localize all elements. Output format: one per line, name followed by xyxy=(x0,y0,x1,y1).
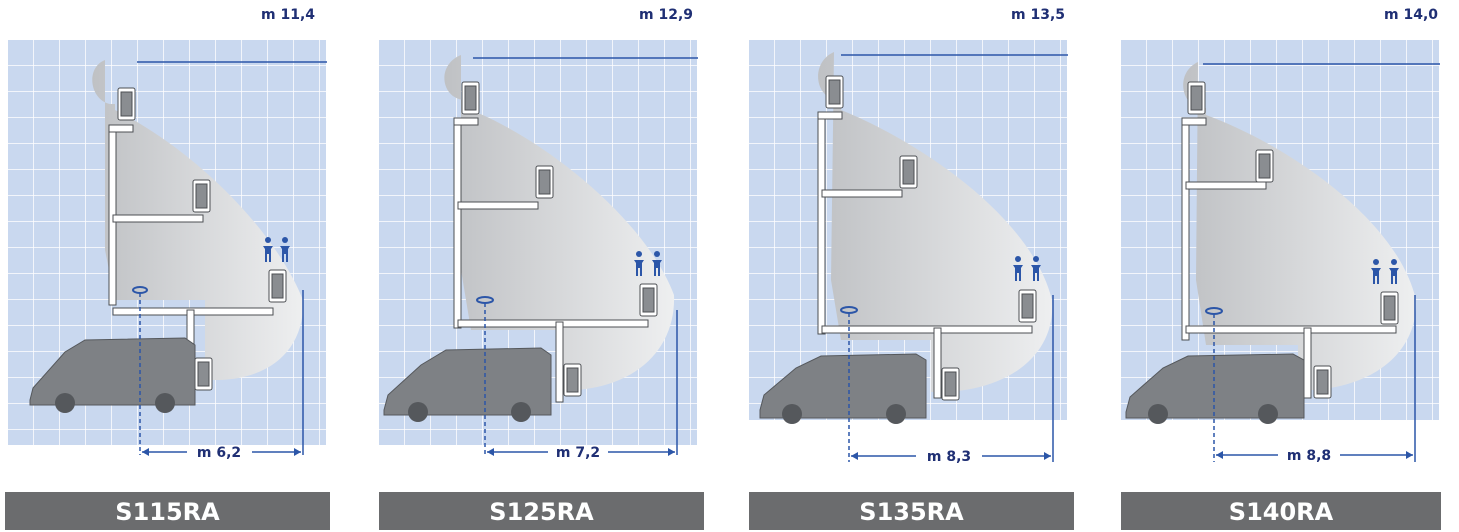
workers-icon xyxy=(1013,256,1041,281)
reach-label: m 8,3 xyxy=(927,449,971,465)
diagram-panel-s115ra: m 11,4 xyxy=(5,0,335,530)
working-envelope xyxy=(818,52,1053,392)
working-envelope-diagram: m 6,2 xyxy=(8,40,327,461)
van-wheel xyxy=(1148,404,1168,424)
aerial-platform xyxy=(453,81,658,403)
max-height-label: m 11,4 xyxy=(261,7,316,23)
van-wheel xyxy=(511,402,531,422)
working-envelope-diagram: m 7,2 xyxy=(379,40,698,461)
reach-label: m 8,8 xyxy=(1287,448,1331,464)
van-wheel xyxy=(55,393,75,413)
max-height-label: m 12,9 xyxy=(639,7,694,23)
model-name-bar: S140RA xyxy=(1121,492,1441,530)
working-envelope-diagram: m 8,3 xyxy=(749,40,1068,465)
working-envelope xyxy=(444,55,675,390)
van-silhouette xyxy=(383,347,552,416)
van-wheel xyxy=(408,402,428,422)
reach-label: m 7,2 xyxy=(556,445,600,461)
workers-icon xyxy=(1371,259,1399,284)
diagram-panel-s135ra: m 13,5 xyxy=(746,0,1076,530)
workers-icon xyxy=(634,251,662,276)
diagram-panel-s125ra: m 12,9 xyxy=(376,0,706,530)
working-envelope xyxy=(1183,62,1417,390)
model-name-bar: S125RA xyxy=(379,492,704,530)
max-height-label: m 14,0 xyxy=(1384,7,1439,23)
aerial-platform xyxy=(817,75,1037,401)
max-height-label: m 13,5 xyxy=(1011,7,1066,23)
van-wheel xyxy=(1258,404,1278,424)
diagram-panel-s140ra: m 14,0 xyxy=(1118,0,1448,530)
model-name-bar: S135RA xyxy=(749,492,1074,530)
working-envelope-diagram: m 8,8 xyxy=(1121,40,1440,464)
workers-icon xyxy=(263,237,290,262)
van-wheel xyxy=(886,404,906,424)
aerial-platform xyxy=(1181,81,1399,399)
van-wheel xyxy=(155,393,175,413)
model-name-bar: S115RA xyxy=(5,492,330,530)
van-silhouette xyxy=(29,337,196,406)
reach-label: m 6,2 xyxy=(197,445,241,461)
van-silhouette xyxy=(1125,353,1305,419)
van-wheel xyxy=(782,404,802,424)
van-silhouette xyxy=(759,353,927,419)
